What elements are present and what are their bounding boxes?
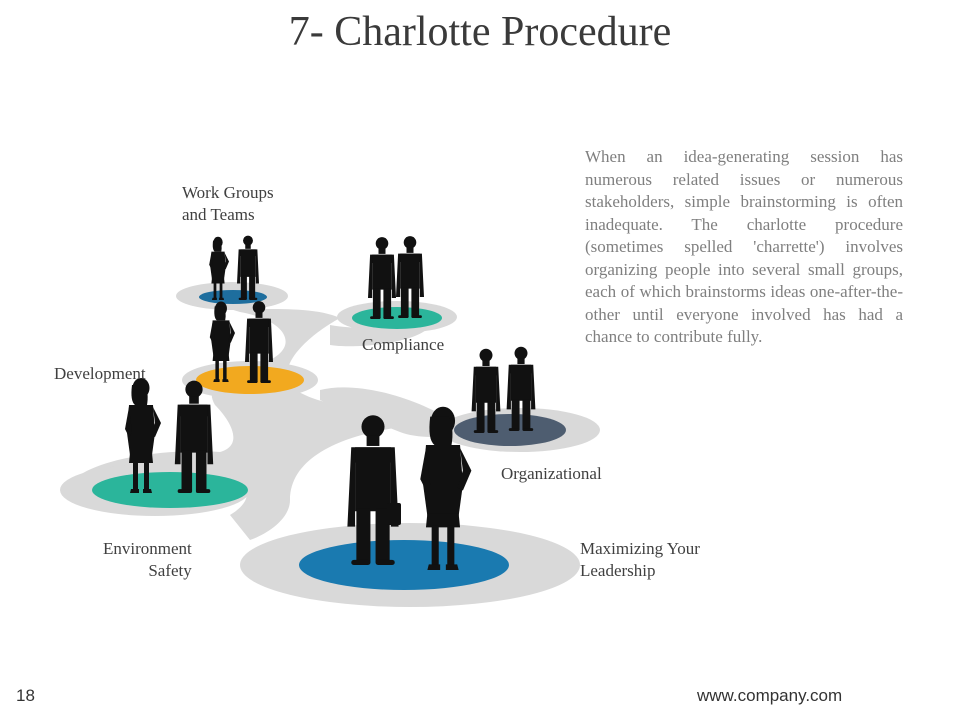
disc-compliance (352, 307, 442, 329)
description-text: When an idea-generating session has nume… (585, 147, 903, 346)
briefcase-icon (387, 503, 401, 525)
label-organizational: Organizational (501, 464, 602, 483)
label-development: Development (54, 364, 146, 383)
silhouettes (125, 235, 536, 570)
label-work-groups: Work Groups and Teams (182, 183, 274, 224)
label-leadership: Maximizing Your Leadership (580, 539, 700, 580)
disc-leadership (299, 540, 509, 590)
disc-environment (92, 472, 248, 508)
label-compliance: Compliance (362, 335, 445, 354)
label-environment-safety: Environment Safety (103, 539, 192, 580)
slide-title: 7- Charlotte Procedure (288, 9, 672, 55)
page-number: 18 (16, 686, 35, 705)
footer-url[interactable]: www.company.com (697, 686, 843, 705)
